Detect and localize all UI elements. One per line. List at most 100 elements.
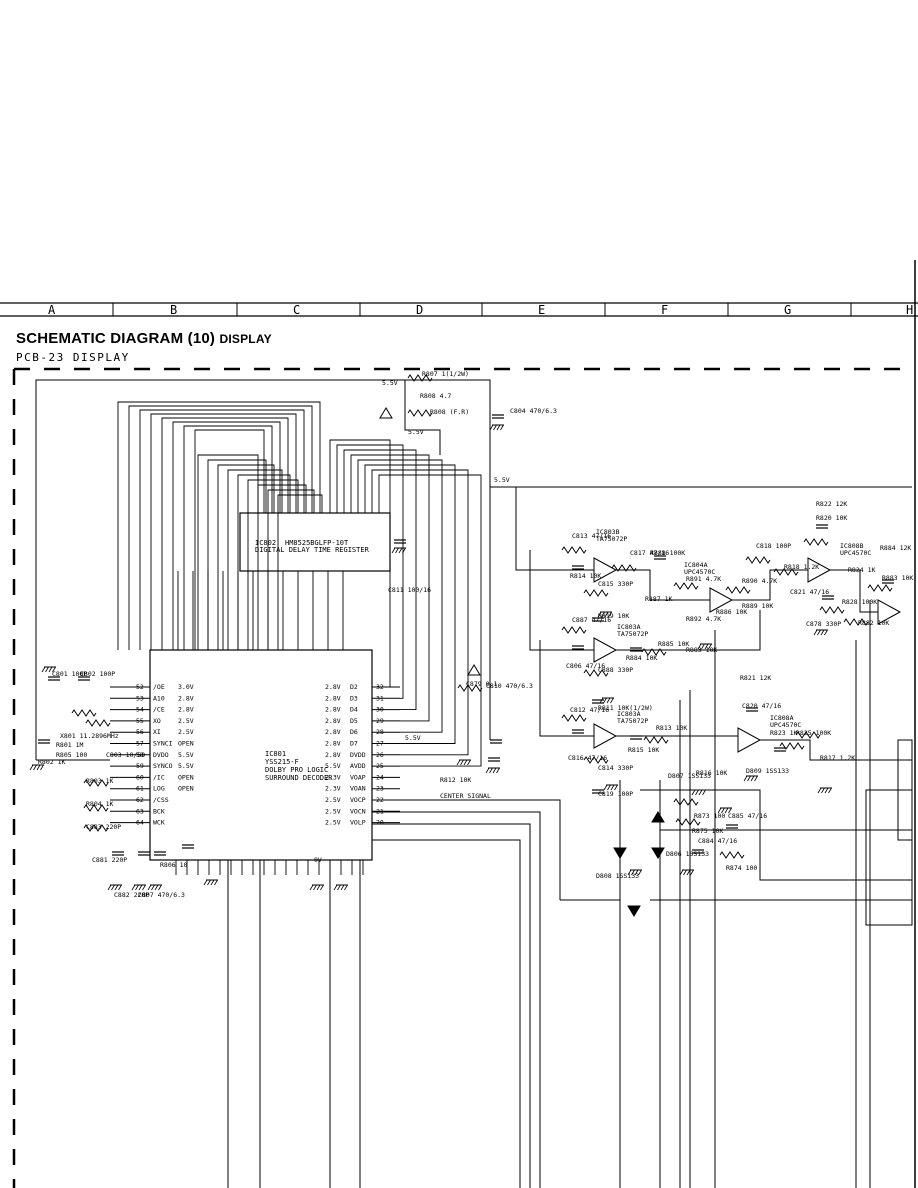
capacitor-icon — [38, 739, 50, 744]
zone-f: F — [661, 303, 668, 317]
capacitor-icon — [572, 729, 584, 734]
component-c883: C883 220P — [86, 823, 121, 831]
svg-text:/CE: /CE — [153, 706, 165, 714]
ic802-desc: DIGITAL DELAY TIME REGISTER — [255, 546, 370, 554]
ground-icon — [627, 869, 642, 876]
svg-text:20: 20 — [376, 819, 384, 827]
diodes — [613, 811, 665, 917]
capacitor-icon — [112, 851, 124, 856]
label-center-signal: CENTER SIGNAL — [440, 792, 491, 800]
capacitor-icon — [572, 645, 584, 650]
ic808b-part: UPC4570C — [840, 549, 871, 557]
svg-text:2.8V: 2.8V — [325, 740, 341, 748]
capacitor-icon — [654, 555, 666, 560]
svg-text:2.3V: 2.3V — [325, 785, 341, 793]
component-c820: C820 47/16 — [742, 702, 781, 710]
svg-text:/OE: /OE — [153, 683, 165, 691]
label-5v5-c: 5.5V — [494, 476, 510, 484]
svg-text:SYNCI: SYNCI — [153, 740, 173, 748]
capacitor-icon — [882, 579, 894, 584]
resistor-icon — [457, 684, 483, 692]
component-r882: R882 10K — [858, 619, 889, 627]
connector-block — [865, 739, 913, 926]
svg-text:D4: D4 — [350, 706, 358, 714]
component-r803: R803 1K — [86, 777, 113, 785]
warning-icon — [467, 664, 481, 676]
resistor-icon — [407, 409, 433, 417]
component-c802: C802 100P — [80, 670, 115, 678]
resistor-icon — [867, 584, 893, 592]
capacitor-icon — [746, 707, 758, 712]
svg-text:/IC: /IC — [153, 773, 165, 781]
component-r805: R805 100 — [56, 751, 87, 759]
ic801-pin-60: 60/IC OPEN — [110, 773, 194, 781]
component-r891: R891 4.7K — [686, 575, 721, 583]
ground-icon — [691, 789, 706, 796]
component-c804: C804 470/6.3 — [510, 407, 557, 415]
capacitor-icon — [822, 595, 834, 600]
component-r884: R884 10K — [626, 654, 657, 662]
ic803a-ref: IC803A — [617, 623, 641, 631]
component-c887: C887 47/16 — [572, 616, 611, 624]
svg-text:23: 23 — [376, 785, 384, 793]
capacitor-icon — [692, 849, 704, 854]
component-r812: R812 10K — [440, 776, 471, 784]
component-r819: R819 10K — [598, 612, 629, 620]
svg-text:32: 32 — [376, 683, 384, 691]
svg-text:63: 63 — [136, 807, 144, 815]
analog-wiring — [227, 487, 912, 1188]
ic803b-part: TA75072P — [596, 535, 627, 543]
resistor-icon — [719, 851, 745, 859]
component-c882: C882 220P — [114, 891, 149, 899]
component-c884: C884 47/16 — [698, 837, 737, 845]
ic805a-opamp — [593, 723, 618, 749]
component-c816: C816 47/16 — [568, 754, 607, 762]
svg-text:60: 60 — [136, 773, 144, 781]
resistor-icon — [725, 586, 751, 594]
component-r801: R801 1M — [56, 741, 83, 749]
resistor-icon — [673, 582, 699, 590]
svg-text:OPEN: OPEN — [178, 773, 194, 781]
resistor-icon — [83, 824, 109, 832]
ground-icon — [697, 643, 712, 650]
svg-text:AVDD: AVDD — [350, 762, 366, 770]
ic801-desc1: DOLBY PRO LOGIC — [265, 766, 328, 774]
ground-icon — [456, 759, 471, 766]
ground-icon — [203, 879, 218, 886]
ground-icon — [391, 547, 406, 554]
svg-text:2.8V: 2.8V — [325, 751, 341, 759]
svg-text:D6: D6 — [350, 728, 358, 736]
ic803b-ref: IC803B — [596, 528, 620, 536]
component-c817: C817 47/16 — [630, 549, 669, 557]
svg-text:2.5V: 2.5V — [325, 796, 341, 804]
resistor-icon — [675, 818, 701, 826]
ground-symbols — [29, 424, 832, 891]
ground-icon — [131, 884, 146, 891]
svg-text:D3: D3 — [350, 694, 358, 702]
svg-text:5.5V: 5.5V — [178, 762, 194, 770]
svg-text:53: 53 — [136, 694, 144, 702]
svg-text:D7: D7 — [350, 740, 358, 748]
ic804a-part: UPC4570C — [684, 568, 715, 576]
component-r807: R807 1(1/2W) — [422, 370, 469, 378]
svg-text:3.0V: 3.0V — [178, 683, 194, 691]
component-r890: R890 4.7K — [742, 577, 777, 585]
zone-g: G — [784, 303, 791, 317]
component-r818: R818 1.2K — [784, 563, 819, 571]
resistor-icon — [745, 556, 771, 564]
resistor-icon — [583, 589, 609, 597]
d806-diode — [627, 905, 641, 917]
component-r811: R811 10K(1/2W) — [598, 704, 653, 712]
component-r886: R886 10K — [716, 608, 747, 616]
